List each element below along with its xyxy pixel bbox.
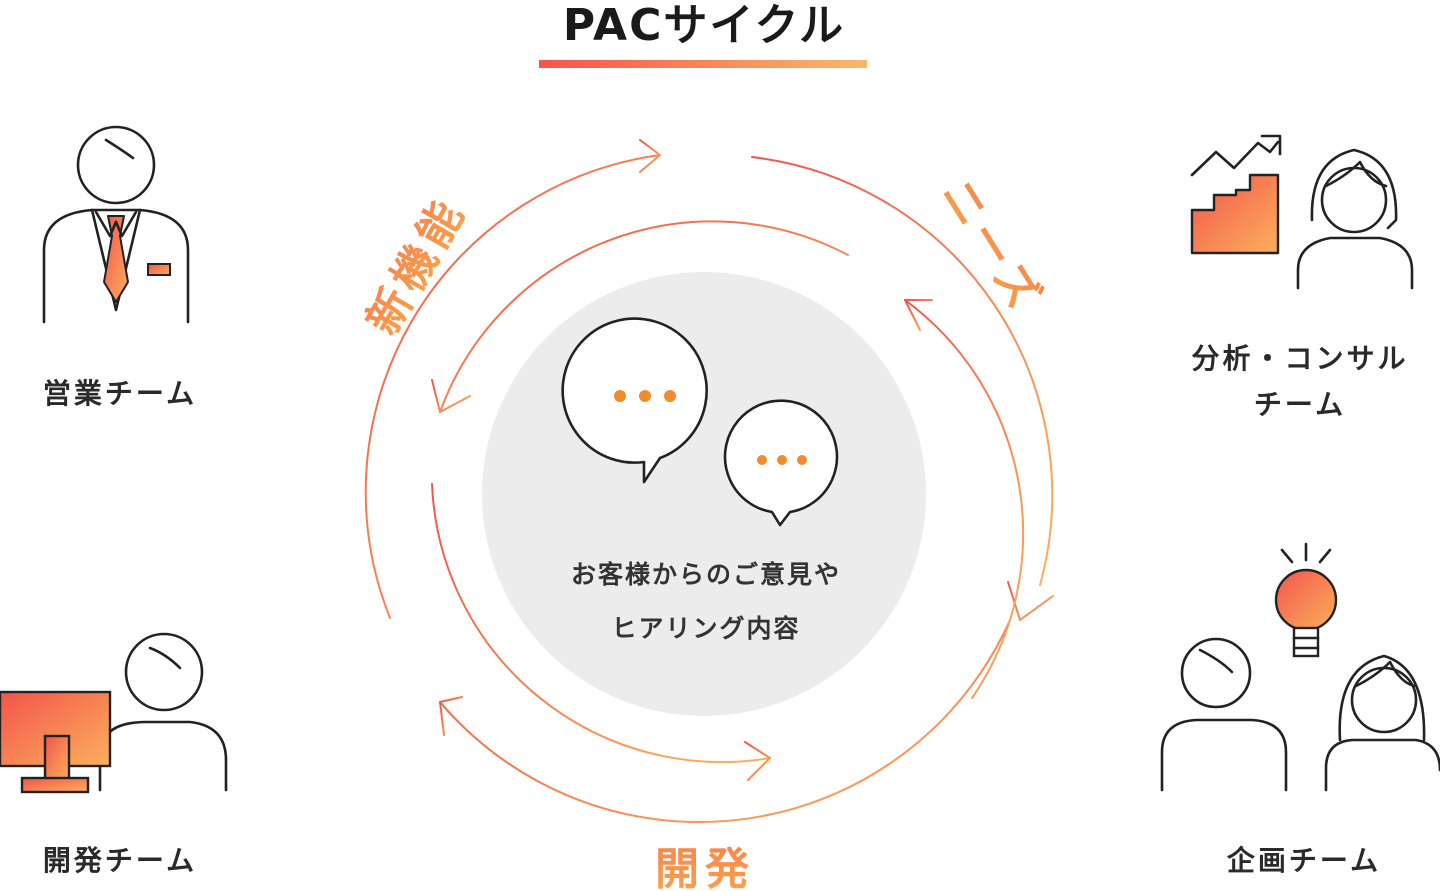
arrow-head-inner-bottom xyxy=(744,741,771,781)
arc-inner-right xyxy=(904,299,1025,699)
outer-cycle-arrows xyxy=(364,139,1054,823)
title-underline xyxy=(539,60,867,68)
arrow-head-inner-left xyxy=(431,379,471,413)
label-sales-team: 営業チーム xyxy=(43,377,197,410)
arrow-head-inner-top-right xyxy=(904,299,933,331)
speech-bubbles-icon xyxy=(561,317,839,527)
businessman-icon xyxy=(42,125,190,324)
arc-inner-bottom xyxy=(431,483,771,763)
arc-inner-top xyxy=(439,220,849,413)
arc-needs xyxy=(751,156,1054,586)
label-planning-team: 企画チーム xyxy=(1227,844,1381,877)
label-development: 開発 xyxy=(655,844,755,891)
arrow-head-right xyxy=(1007,581,1054,621)
label-analysis-team-line2: チーム xyxy=(1254,388,1346,421)
center-text-line1: お客様からのご意見や xyxy=(571,560,841,589)
page-title: PACサイクル xyxy=(563,0,845,51)
center-text-line2: ヒアリング内容 xyxy=(611,614,800,643)
lightbulb-people-icon xyxy=(1160,542,1440,792)
inner-cycle-arrows xyxy=(431,220,1025,781)
growth-chart-woman-icon xyxy=(1190,134,1414,290)
label-dev-team: 開発チーム xyxy=(43,844,197,877)
label-analysis-team-line1: 分析・コンサル xyxy=(1191,342,1408,375)
arc-development-outer xyxy=(439,619,1011,823)
center-circle xyxy=(482,272,926,716)
arc-new-feature xyxy=(364,154,661,619)
arrow-head-bottom-left xyxy=(439,696,463,736)
computer-person-icon xyxy=(0,632,228,794)
arrow-head-top xyxy=(639,139,661,173)
label-new-feature: 新機能 xyxy=(357,188,476,343)
